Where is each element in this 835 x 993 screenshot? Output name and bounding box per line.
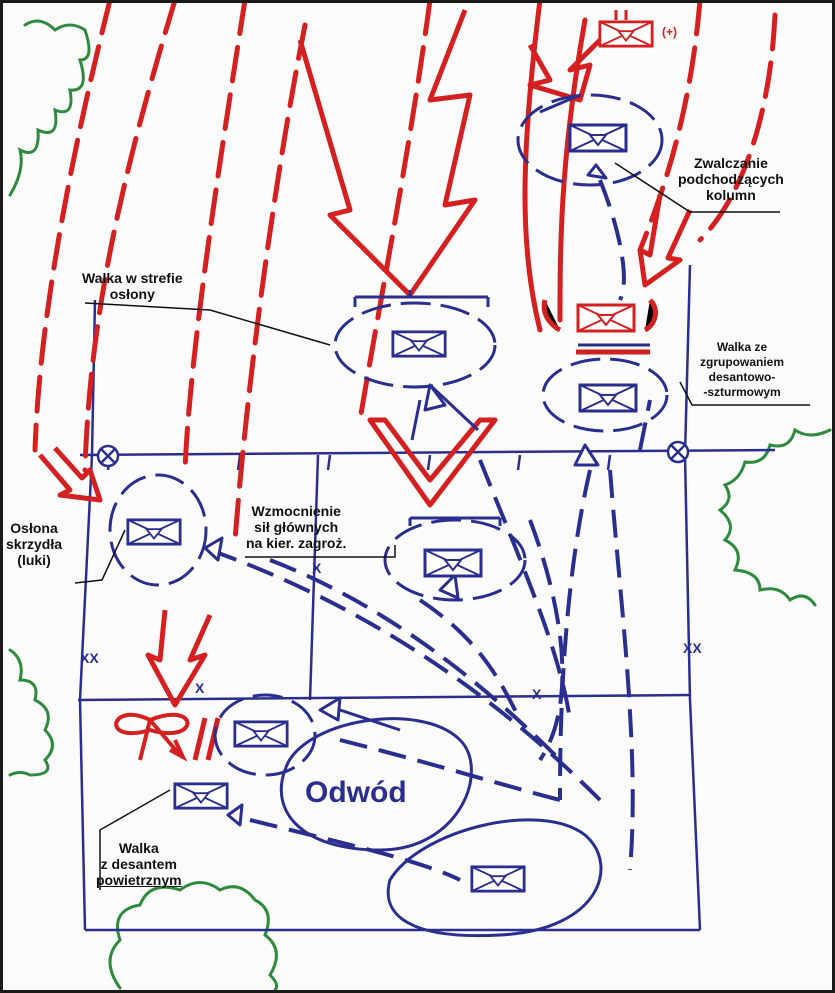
enemy-airborne-arrow <box>145 609 213 708</box>
enemy-axes-solid <box>522 0 588 333</box>
boundary-marker-x-left: X <box>195 680 205 696</box>
boundary-marker-xx-right: XX <box>683 640 702 656</box>
label-walka-powietrzny: Walka z desantem powietrznym <box>96 840 182 888</box>
enemy-unit-icon-middle <box>576 303 636 333</box>
label-leader-lines <box>74 162 810 890</box>
boundary-marker-x-right: X <box>532 686 542 702</box>
unit-icon-airassault <box>578 383 638 413</box>
friendly-arrowheads <box>203 163 608 827</box>
enemy-unit-icon-top <box>598 20 654 48</box>
unit-icon-reserve <box>233 720 289 748</box>
helicopter-icon <box>114 712 190 762</box>
unit-icon-rear <box>470 865 526 893</box>
enemy-arrow-top-right <box>527 38 602 103</box>
enemy-contact-lines <box>192 298 658 761</box>
crossing-point-icon-right <box>666 440 690 464</box>
phase-lines <box>77 264 776 932</box>
label-odwod: Odwód <box>305 776 407 809</box>
enemy-main-strike-arrow <box>297 9 478 298</box>
forest-outline-bottom <box>108 881 279 992</box>
label-walka-oslony: Walka w strefie osłony <box>82 270 183 302</box>
label-zwalczanie: Zwalczanie podchodzących kolumn <box>678 155 784 203</box>
enemy-strength-marker: (+) <box>662 25 677 39</box>
crossing-point-icon-left <box>96 444 120 468</box>
unit-icon-columns <box>568 123 628 153</box>
label-oslona-skrzydla: Osłona skrzydła (luki) <box>6 520 63 568</box>
enemy-arrow-right <box>637 194 693 288</box>
boundary-marker-xx-left: XX <box>80 650 99 666</box>
reserve-areas <box>279 717 603 938</box>
forest-outline-top-left <box>8 19 91 197</box>
forest-outline-right <box>717 427 832 607</box>
unit-icon-reinforce <box>423 548 483 578</box>
enemy-unit-staff-top <box>614 10 628 20</box>
enemy-arrow-left <box>38 446 103 503</box>
label-wzmocnienie: Wzmocnienie sił głównych na kier. zagroż… <box>246 503 347 551</box>
unit-icon-cover <box>391 330 447 358</box>
front-lines <box>353 93 650 526</box>
unit-icon-flank <box>126 518 182 546</box>
label-walka-desant-szturm: Walka ze zgrupowaniem desantowo- -szturm… <box>700 340 785 399</box>
unit-icon-airborne-fight <box>173 782 229 810</box>
enemy-axes-dashed <box>32 0 778 543</box>
enemy-penetration-arrow <box>367 417 498 508</box>
boundary-marker-x-center: X <box>312 560 322 576</box>
friendly-movement-routes <box>209 179 652 882</box>
forest-outline-bottom-left <box>8 648 54 777</box>
friendly-positions <box>108 93 669 777</box>
